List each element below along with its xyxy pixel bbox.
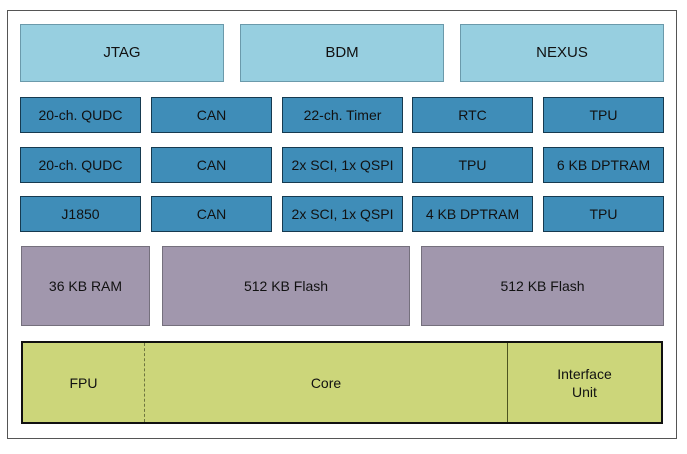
fpu-divider xyxy=(144,343,145,422)
bdm-block: BDM xyxy=(240,24,444,82)
jtag-block: JTAG xyxy=(20,24,224,82)
peripheral-block: TPU xyxy=(543,196,664,232)
peripheral-block: J1850 xyxy=(20,196,141,232)
peripheral-block: 20-ch. QUDC xyxy=(20,97,141,133)
peripheral-block: CAN xyxy=(151,196,272,232)
peripheral-block: CAN xyxy=(151,147,272,183)
peripheral-block: CAN xyxy=(151,97,272,133)
peripheral-block: TPU xyxy=(543,97,664,133)
interface-divider xyxy=(507,343,508,422)
peripheral-block: 20-ch. QUDC xyxy=(20,147,141,183)
nexus-block: NEXUS xyxy=(460,24,664,82)
interface-unit-block: Interface Unit xyxy=(557,365,612,400)
peripheral-block: 22-ch. Timer xyxy=(282,97,403,133)
flash-block: 512 KB Flash xyxy=(421,246,664,326)
fpu-block: FPU xyxy=(69,374,98,391)
ram-block: 36 KB RAM xyxy=(21,246,150,326)
peripheral-block: 2x SCI, 1x QSPI xyxy=(282,147,403,183)
peripheral-block: 6 KB DPTRAM xyxy=(543,147,664,183)
core-complex: FPU Core Interface Unit xyxy=(21,341,663,424)
peripheral-block: RTC xyxy=(412,97,533,133)
peripheral-block: TPU xyxy=(412,147,533,183)
peripheral-block: 4 KB DPTRAM xyxy=(412,196,533,232)
flash-block: 512 KB Flash xyxy=(162,246,410,326)
core-block: Core xyxy=(310,374,342,391)
peripheral-block: 2x SCI, 1x QSPI xyxy=(282,196,403,232)
